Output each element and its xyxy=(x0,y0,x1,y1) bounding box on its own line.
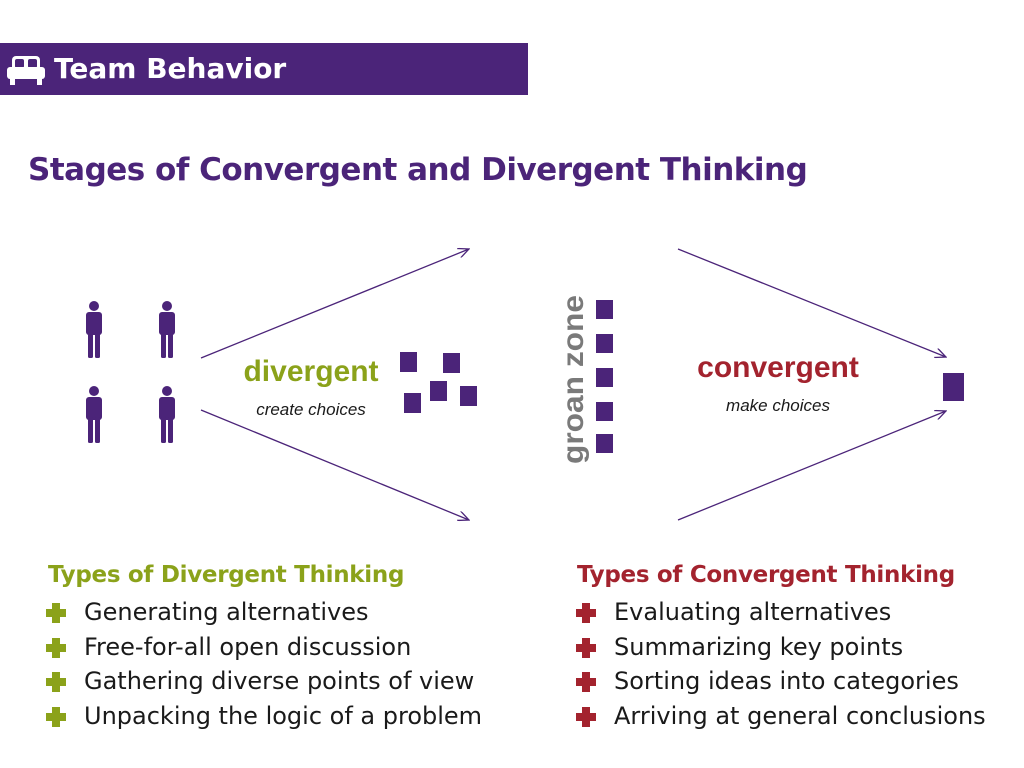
arrows xyxy=(200,248,946,521)
convergent-arrow-down xyxy=(677,248,946,357)
converged-idea xyxy=(943,373,964,401)
list-item-text: Arriving at general conclusions xyxy=(614,701,986,730)
plus-icon xyxy=(576,672,596,692)
convergent-list-title: Types of Convergent Thinking xyxy=(577,562,955,588)
list-item-text: Evaluating alternatives xyxy=(614,598,892,626)
list-item-text: Unpacking the logic of a problem xyxy=(84,701,483,730)
header-banner: Team Behavior xyxy=(0,43,528,95)
divergent-arrow-down xyxy=(200,409,469,520)
list-item: Generating alternatives xyxy=(46,596,482,631)
list-item: Arriving at general conclusions xyxy=(576,700,986,735)
plus-icon xyxy=(46,672,66,692)
divergent-sublabel: create choices xyxy=(256,400,366,419)
thinking-diagram: divergent create choices groan zone conv… xyxy=(86,0,964,560)
list-item-text: Generating alternatives xyxy=(84,598,369,626)
plus-icon xyxy=(576,706,596,727)
convergent-list: Evaluating alternatives Summarizing key … xyxy=(576,596,986,734)
convergent-arrow-up xyxy=(677,411,946,521)
plus-icon xyxy=(46,706,66,727)
groan-zone-ideas xyxy=(596,300,613,453)
page-title: Stages of Convergent and Divergent Think… xyxy=(28,152,808,188)
banner-title: Team Behavior xyxy=(54,52,287,85)
list-item-text: Sorting ideas into categories xyxy=(614,667,959,695)
divergent-list-title: Types of Divergent Thinking xyxy=(48,562,405,588)
divergent-arrow-up xyxy=(200,249,469,359)
divergent-ideas xyxy=(400,352,477,413)
list-item: Free-for-all open discussion xyxy=(46,631,482,666)
list-item-text: Gathering diverse points of view xyxy=(84,667,475,695)
sofa-icon xyxy=(7,56,45,85)
plus-icon xyxy=(46,637,66,658)
list-item: Sorting ideas into categories xyxy=(576,665,986,700)
team-people-icon xyxy=(86,301,175,443)
groan-zone-label: groan zone xyxy=(557,295,590,464)
plus-icon xyxy=(576,637,596,658)
divergent-label: divergent xyxy=(243,355,378,388)
list-item: Gathering diverse points of view xyxy=(46,665,482,700)
convergent-label: convergent xyxy=(697,351,859,384)
list-item-text: Summarizing key points xyxy=(614,632,904,661)
list-item-text: Free-for-all open discussion xyxy=(84,632,412,661)
list-item: Evaluating alternatives xyxy=(576,596,986,631)
plus-icon xyxy=(46,603,66,623)
list-item: Summarizing key points xyxy=(576,631,986,666)
list-item: Unpacking the logic of a problem xyxy=(46,700,482,735)
divergent-list: Generating alternatives Free-for-all ope… xyxy=(46,596,482,734)
convergent-sublabel: make choices xyxy=(726,396,830,415)
plus-icon xyxy=(576,603,596,623)
